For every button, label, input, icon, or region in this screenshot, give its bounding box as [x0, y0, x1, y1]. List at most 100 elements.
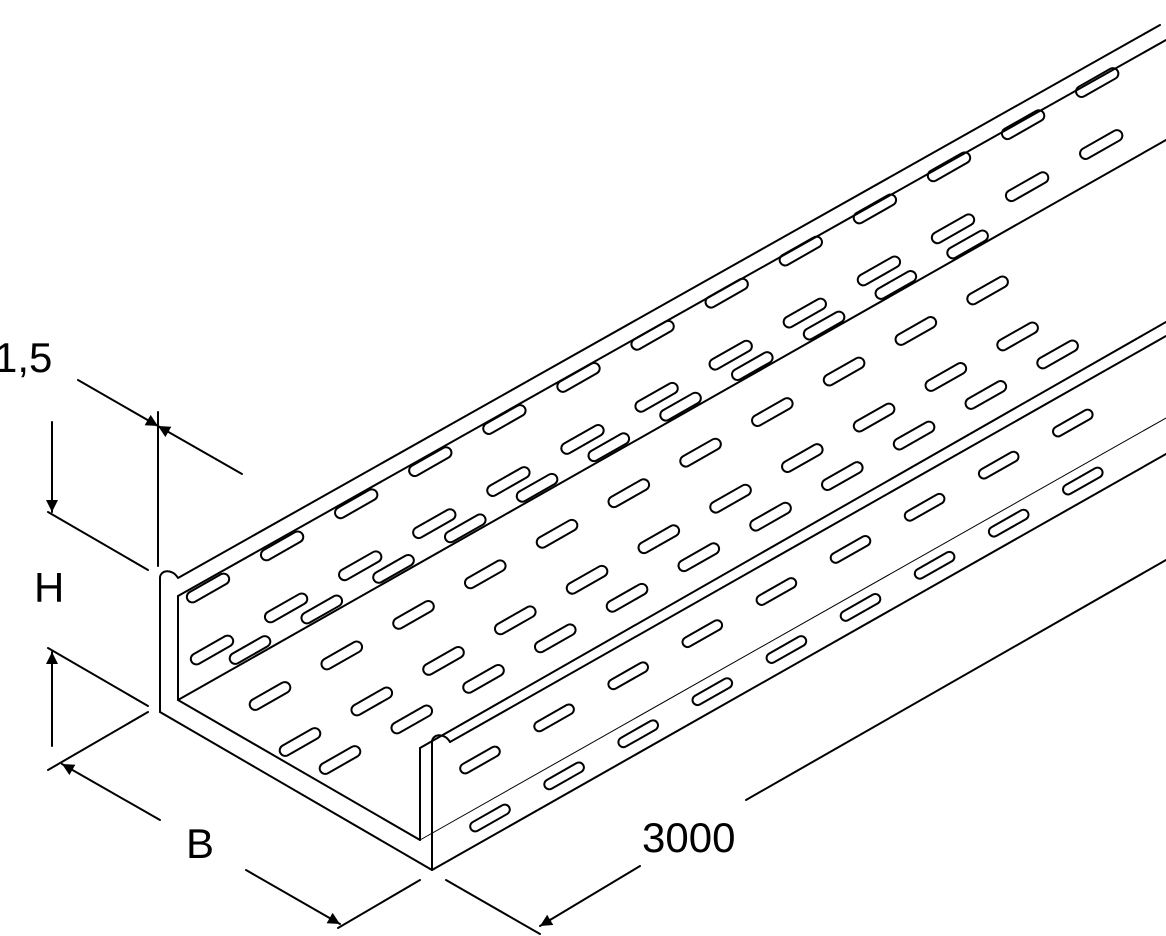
floor-left-fold — [177, 139, 1166, 701]
slot — [1075, 67, 1120, 98]
bottom-inner-front — [177, 699, 421, 841]
slot — [634, 381, 679, 413]
slot — [874, 270, 918, 300]
slot — [486, 466, 531, 497]
slot — [334, 488, 379, 520]
slot — [482, 404, 527, 435]
thickness-arrow-upper — [77, 379, 159, 427]
right-wall-top-inner — [419, 321, 1166, 749]
slot — [320, 640, 364, 671]
slot — [412, 508, 457, 539]
slot — [422, 646, 465, 676]
slot — [704, 277, 749, 309]
perforation-slots — [185, 67, 1124, 833]
slot — [533, 623, 577, 654]
width-label: B — [186, 820, 214, 867]
thickness-arrow-lower — [157, 425, 243, 475]
slot — [765, 635, 808, 664]
slot — [300, 594, 344, 625]
slot — [185, 572, 231, 604]
slot — [964, 380, 1008, 410]
length-label: 3000 — [642, 814, 735, 861]
slot — [1062, 466, 1104, 496]
slot — [607, 478, 651, 509]
slot — [691, 677, 734, 706]
slot — [533, 703, 575, 733]
slot — [565, 564, 609, 595]
slot — [189, 634, 235, 666]
slot — [535, 518, 579, 549]
slot — [543, 761, 585, 791]
slot — [463, 559, 507, 590]
slot — [755, 577, 798, 606]
tray-body — [159, 24, 1166, 871]
slot — [278, 727, 322, 757]
right-wall-top-edge — [449, 335, 1166, 743]
slot — [630, 319, 675, 351]
slot — [515, 472, 559, 503]
slot — [709, 483, 752, 514]
thickness-dimension — [77, 379, 243, 567]
slot — [966, 275, 1009, 306]
slot — [560, 424, 605, 455]
slot — [587, 432, 631, 463]
slot — [926, 151, 972, 183]
slot — [318, 745, 362, 775]
slot — [996, 321, 1039, 352]
slot — [248, 681, 292, 711]
slot — [751, 397, 794, 427]
height-dimension — [46, 421, 149, 747]
slot — [903, 492, 946, 522]
right-wall-bottom-edge — [431, 453, 1166, 871]
slot — [708, 339, 753, 371]
length-arrow — [539, 865, 641, 927]
slot — [259, 530, 305, 562]
slot — [679, 437, 722, 468]
bottom-front-edge — [159, 711, 433, 871]
slot — [802, 310, 846, 341]
right-wall-front-edge — [431, 734, 451, 871]
slot — [228, 635, 272, 665]
slot — [469, 803, 511, 833]
slot — [1000, 109, 1046, 141]
slot — [946, 229, 989, 260]
slot — [1004, 171, 1050, 203]
floor-right-fold — [419, 417, 1166, 841]
slot — [892, 420, 936, 451]
slot — [350, 686, 394, 717]
slot — [731, 351, 774, 381]
slot — [677, 542, 721, 573]
slot — [852, 193, 898, 225]
slot — [263, 592, 309, 624]
slot — [408, 446, 453, 477]
slot — [930, 213, 976, 245]
slot — [839, 593, 882, 622]
slot — [607, 661, 649, 691]
slot — [821, 461, 864, 491]
slot — [987, 508, 1030, 538]
slot — [443, 513, 487, 544]
slot — [1079, 129, 1124, 160]
slot — [392, 600, 435, 630]
width-arrow-right — [245, 869, 341, 925]
slot — [894, 316, 938, 346]
slot — [913, 550, 956, 580]
slot — [829, 535, 872, 564]
slot — [822, 356, 866, 387]
slot — [372, 554, 415, 584]
slot — [1052, 408, 1094, 438]
length-dimension — [445, 559, 1166, 935]
slot — [462, 664, 505, 694]
left-wall-top-edge — [159, 24, 1161, 579]
slot — [459, 745, 501, 775]
slot — [338, 550, 383, 582]
slot — [781, 443, 824, 473]
slot — [782, 297, 827, 329]
slot — [390, 704, 434, 735]
width-arrow-left — [61, 763, 161, 821]
slot — [556, 362, 601, 393]
slot — [617, 719, 659, 749]
slot — [493, 605, 537, 636]
slot — [778, 235, 823, 267]
